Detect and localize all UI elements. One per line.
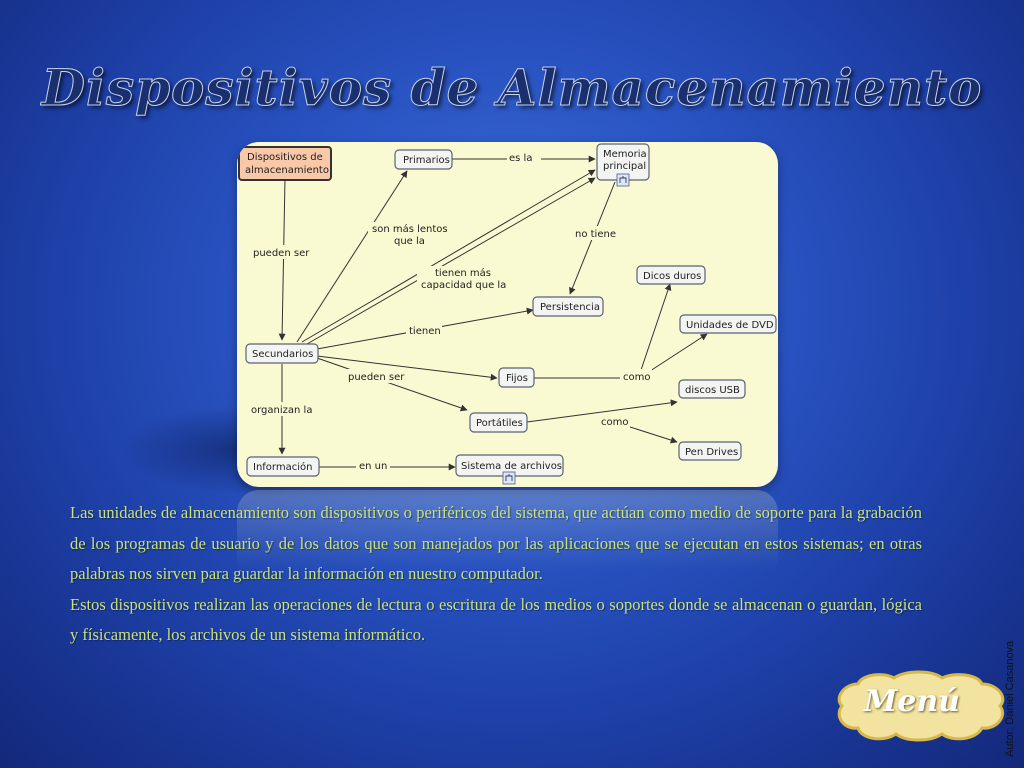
svg-text:Memoria: Memoria	[603, 149, 647, 160]
node-memoria-principal: Memoria principal	[596, 143, 650, 181]
resource-icon	[616, 173, 630, 187]
page-title: Dispositivos de Almacenamiento	[41, 58, 983, 118]
svg-text:principal: principal	[603, 161, 646, 172]
resource-icon	[502, 471, 516, 485]
node-persistencia: Persistencia	[532, 296, 604, 317]
svg-text:discos USB: discos USB	[685, 385, 740, 396]
link-mas-lentos-1: son más lentos	[372, 223, 448, 235]
svg-text:Fijos: Fijos	[506, 373, 528, 384]
svg-text:Portátiles: Portátiles	[476, 417, 523, 429]
svg-text:almacenamiento: almacenamiento	[245, 165, 329, 176]
svg-text:Información: Información	[253, 461, 312, 473]
node-secundarios: Secundarios	[245, 343, 319, 364]
link-organizan-la: organizan la	[251, 405, 312, 416]
svg-text:Unidades de DVD: Unidades de DVD	[686, 320, 774, 331]
link-mas-capacidad-2: capacidad que la	[421, 280, 506, 291]
link-como-2: como	[601, 417, 628, 428]
node-portatiles: Portátiles	[469, 412, 528, 433]
svg-text:Persistencia: Persistencia	[540, 302, 600, 313]
menu-button-label: Menú	[864, 684, 960, 719]
description-text: Las unidades de almacenamiento son dispo…	[70, 498, 922, 651]
link-como-1: como	[623, 372, 650, 383]
link-pueden-ser-2: pueden ser	[348, 372, 405, 383]
svg-text:Secundarios: Secundarios	[252, 349, 313, 360]
link-tienen: tienen	[409, 326, 441, 337]
menu-button-shape	[837, 670, 1005, 742]
svg-text:Sistema de archivos: Sistema de archivos	[461, 461, 562, 472]
menu-button[interactable]: Menú	[832, 670, 1008, 742]
link-labels: es la pueden ser son más lentos que la n…	[249, 150, 652, 472]
node-dispositivos-almacenamiento: Dispositivos de almacenamiento	[238, 146, 332, 181]
node-dicos-duros: Dicos duros	[636, 265, 706, 285]
link-no-tiene: no tiene	[575, 229, 616, 240]
node-primarios: Primarios	[394, 149, 453, 170]
node-unidades-dvd: Unidades de DVD	[679, 314, 777, 334]
svg-text:Pen Drives: Pen Drives	[685, 447, 738, 458]
paragraph-1: Las unidades de almacenamiento son dispo…	[70, 503, 922, 583]
link-mas-capacidad-1: tienen más	[435, 267, 491, 279]
link-pueden-ser-1: pueden ser	[253, 248, 310, 259]
link-mas-lentos-2: que la	[394, 236, 425, 247]
link-en-un: en un	[359, 461, 387, 472]
svg-text:Dicos duros: Dicos duros	[643, 271, 701, 282]
map-reflection	[237, 490, 778, 570]
link-es-la: es la	[509, 153, 532, 164]
paragraph-2: Estos dispositivos realizan las operacio…	[70, 594, 922, 645]
node-informacion: Información	[246, 456, 320, 477]
node-fijos: Fijos	[498, 367, 535, 388]
node-pen-drives: Pen Drives	[678, 441, 742, 461]
node-discos-usb: discos USB	[678, 379, 746, 399]
concept-map: es la pueden ser son más lentos que la n…	[237, 142, 778, 487]
svg-text:Primarios: Primarios	[403, 155, 450, 166]
svg-text:Dispositivos de: Dispositivos de	[247, 152, 323, 163]
